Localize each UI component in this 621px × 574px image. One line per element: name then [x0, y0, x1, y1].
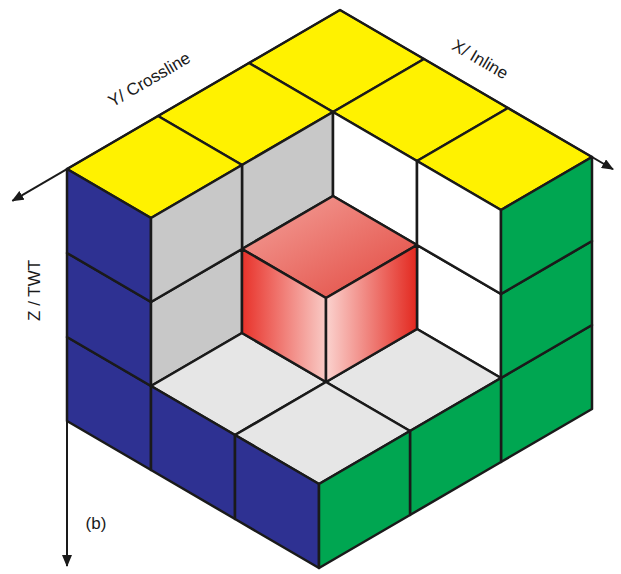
axis-label: Y/ Crossline: [106, 49, 195, 111]
voxel-cube: [67, 10, 592, 568]
inner-wall-face: [417, 161, 501, 294]
crossline-face: [151, 386, 235, 519]
crossline-axis: [12, 10, 340, 201]
inline-face: [319, 431, 410, 568]
inline-face: [410, 378, 501, 515]
panel-label: (b): [86, 515, 107, 534]
twt-axis: [66, 169, 68, 566]
highlight-cube-left: [242, 249, 326, 382]
axes: [12, 10, 613, 566]
inline-axis: [340, 10, 613, 169]
axis-label: X/ Inline: [449, 36, 511, 83]
crossline-face: [235, 435, 319, 568]
axis-label: Z / TWT: [27, 259, 46, 320]
highlight-cube-right: [326, 245, 417, 382]
inline-face: [501, 157, 592, 294]
inner-wall-face: [151, 165, 242, 302]
crossline-face: [67, 169, 151, 302]
